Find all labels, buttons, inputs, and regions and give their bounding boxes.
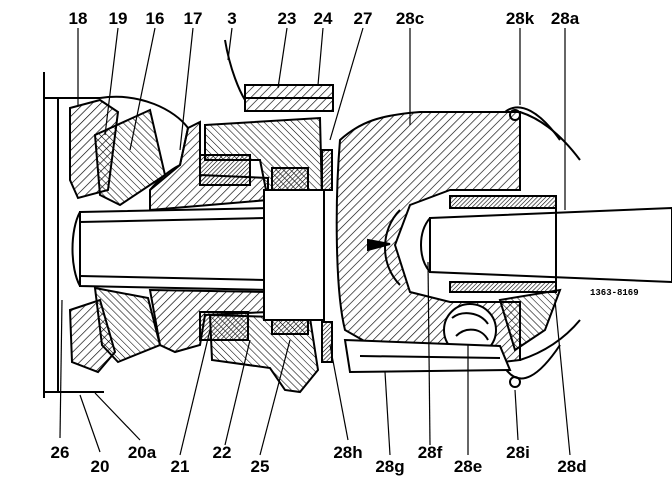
leader-lines <box>59 27 571 456</box>
stub-shaft <box>429 206 672 284</box>
figure-code: 1363-8169 <box>590 288 639 298</box>
label-22: 22 <box>212 443 232 462</box>
label-28e: 28e <box>453 457 483 476</box>
label-28d: 28d <box>557 457 587 476</box>
label-28g: 28g <box>375 457 405 476</box>
label-25: 25 <box>250 457 270 476</box>
splines <box>449 195 557 209</box>
label-19: 19 <box>108 9 128 28</box>
label-17: 17 <box>183 9 203 28</box>
label-28a: 28a <box>550 9 580 28</box>
label-20: 20 <box>90 457 110 476</box>
label-28f: 28f <box>417 443 443 462</box>
label-28i: 28i <box>506 443 530 462</box>
label-20a: 20a <box>127 443 157 462</box>
label-27: 27 <box>353 9 373 28</box>
rubber-boot-upper <box>519 111 581 161</box>
label-23: 23 <box>277 9 297 28</box>
label-18: 18 <box>68 9 88 28</box>
rubber-boot-lower <box>519 319 581 361</box>
flange-ring <box>263 189 325 321</box>
label-28c: 28c <box>395 9 425 28</box>
label-21: 21 <box>170 457 190 476</box>
label-28k: 28k <box>505 9 535 28</box>
label-16: 16 <box>145 9 165 28</box>
label-28h: 28h <box>333 443 363 462</box>
label-24: 24 <box>313 9 333 28</box>
label-3: 3 <box>227 9 237 28</box>
label-26: 26 <box>50 443 70 462</box>
